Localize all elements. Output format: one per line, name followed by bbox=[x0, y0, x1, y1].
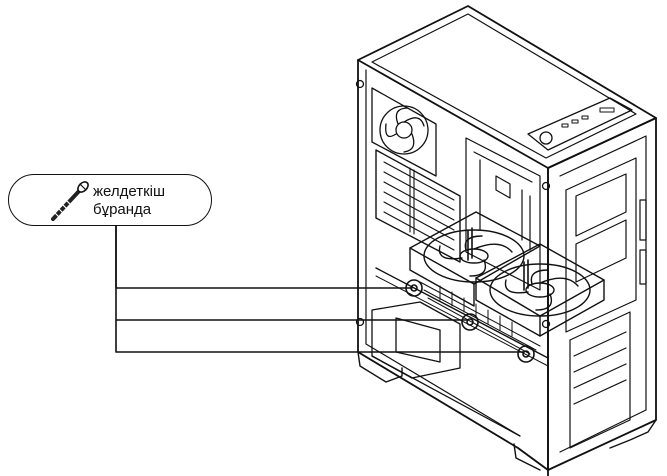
rear-fan bbox=[371, 87, 437, 177]
callout-label-line2: бұранда bbox=[93, 201, 152, 218]
expansion-slots bbox=[375, 149, 461, 263]
bottom-fan-left bbox=[409, 211, 541, 307]
top-io-panel bbox=[527, 97, 633, 151]
bottom-mesh bbox=[375, 267, 549, 367]
callout-label-line1: желдеткіш bbox=[93, 183, 166, 200]
case-shell bbox=[357, 5, 657, 476]
side-frame bbox=[357, 59, 549, 471]
psu-shroud bbox=[371, 301, 521, 437]
leader-line-3 bbox=[115, 225, 525, 353]
drive-cage bbox=[565, 157, 647, 449]
leader-line-1 bbox=[115, 225, 413, 289]
callout-label: желдеткіш бұранда bbox=[93, 183, 165, 219]
motherboard-tray bbox=[465, 137, 541, 291]
bottom-fan-right bbox=[475, 243, 605, 337]
fan-screw-rods bbox=[467, 227, 529, 291]
leader-lines bbox=[115, 225, 525, 353]
front-face bbox=[547, 117, 657, 471]
screw-icon bbox=[51, 181, 89, 221]
screw-callout: желдеткіш бұранда bbox=[8, 174, 212, 226]
top-panel bbox=[357, 5, 657, 169]
screw-point-2 bbox=[461, 313, 479, 331]
screw-point-3 bbox=[517, 345, 535, 363]
screw-point-1 bbox=[405, 279, 423, 297]
